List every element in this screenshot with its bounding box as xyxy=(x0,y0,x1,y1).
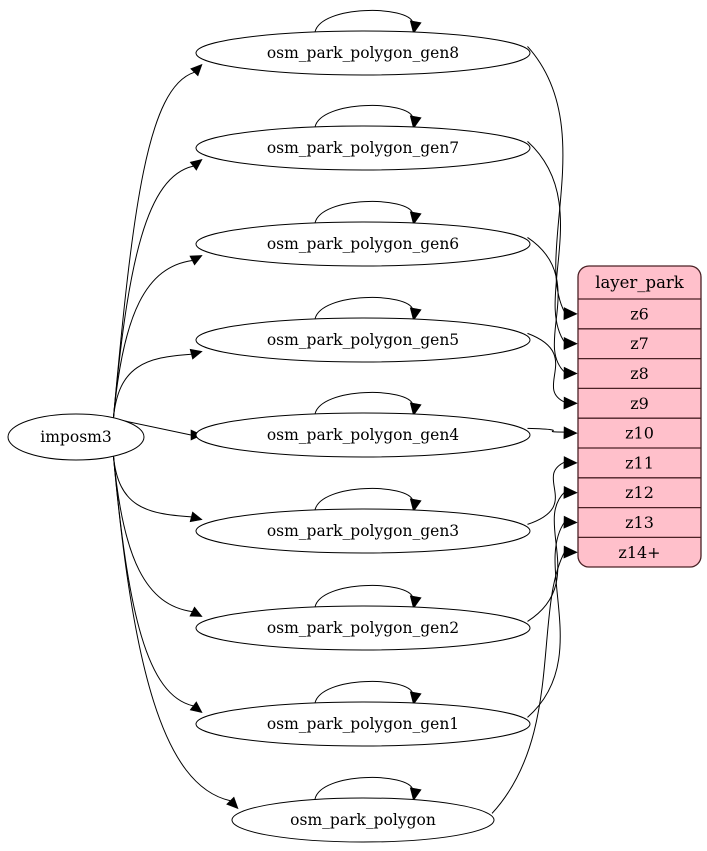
node-gen3-ellipse[interactable] xyxy=(195,508,531,554)
layer-park-header-label: layer_park xyxy=(595,273,685,292)
layer-park-row-label-z14+: z14+ xyxy=(618,543,660,562)
node-gen5[interactable]: osm_park_polygon_gen5 xyxy=(195,317,531,363)
nodes-layer: imposm3 osm_park_polygon_gen8 osm_park_pol… xyxy=(7,30,531,843)
node-imposm3-label: imposm3 xyxy=(40,428,111,446)
node-base-ellipse[interactable] xyxy=(231,797,495,843)
arrowhead-selfloop-gen2 xyxy=(409,595,422,610)
layer-park-row-label-z12: z12 xyxy=(625,483,654,502)
node-gen3[interactable]: osm_park_polygon_gen3 xyxy=(195,508,531,554)
layer-park-row-label-z8: z8 xyxy=(630,364,649,383)
edge-selfloop-base xyxy=(314,777,414,800)
node-gen7-label: osm_park_polygon_gen7 xyxy=(267,139,459,157)
node-gen5-ellipse[interactable] xyxy=(195,317,531,363)
node-gen2-label: osm_park_polygon_gen2 xyxy=(267,619,459,637)
node-gen1-label: osm_park_polygon_gen1 xyxy=(267,715,459,733)
arrowhead-gen5-to-z9 xyxy=(563,396,578,410)
layer-park-row-label-z13: z13 xyxy=(625,513,654,532)
layer-park-row-label-z7: z7 xyxy=(630,334,649,353)
arrowhead-selfloop-gen3 xyxy=(409,498,422,513)
edge-gen6-to-z8 xyxy=(527,236,566,373)
edges-layer xyxy=(112,10,578,814)
node-imposm3[interactable]: imposm3 xyxy=(7,413,145,461)
arrowhead-selfloop-gen7 xyxy=(409,115,422,130)
arrowhead-gen6-to-z8 xyxy=(563,366,578,380)
edge-base-to-z14+ xyxy=(491,551,566,814)
edge-imposm3-to-base xyxy=(112,455,231,802)
arrowhead-selfloop-gen1 xyxy=(409,691,422,706)
arrowhead-gen1-to-z13 xyxy=(563,515,578,529)
arrowhead-selfloop-gen4 xyxy=(409,402,422,417)
node-gen4[interactable]: osm_park_polygon_gen4 xyxy=(195,412,531,458)
arrowhead-imposm3-to-gen1 xyxy=(189,701,203,713)
layer-park-row-label-z11: z11 xyxy=(625,453,654,472)
arrowhead-gen3-to-z11 xyxy=(563,456,578,470)
node-gen2[interactable]: osm_park_polygon_gen2 xyxy=(195,605,531,651)
arrowhead-gen4-to-z10 xyxy=(563,426,578,440)
node-gen6-ellipse[interactable] xyxy=(195,221,531,267)
edge-selfloop-gen4 xyxy=(314,392,414,415)
arrowhead-selfloop-gen5 xyxy=(409,307,422,322)
arrowhead-imposm3-to-gen3 xyxy=(189,511,203,523)
node-gen4-ellipse[interactable] xyxy=(195,412,531,458)
arrowhead-selfloop-base xyxy=(409,787,422,802)
node-gen1[interactable]: osm_park_polygon_gen1 xyxy=(195,701,531,747)
edge-gen3-to-z11 xyxy=(527,461,566,525)
node-gen5-label: osm_park_polygon_gen5 xyxy=(267,331,459,349)
edge-selfloop-gen8 xyxy=(314,10,414,33)
node-gen6-label: osm_park_polygon_gen6 xyxy=(267,235,459,253)
arrowhead-gen7-to-z7 xyxy=(563,336,578,350)
edge-gen2-to-z12 xyxy=(527,491,566,622)
arrowhead-gen8-to-z6 xyxy=(563,307,578,321)
edge-gen4-to-z10 xyxy=(527,427,566,433)
layer-park-row-label-z6: z6 xyxy=(630,304,649,323)
node-gen8-label: osm_park_polygon_gen8 xyxy=(267,44,459,62)
arrowhead-imposm3-to-gen7 xyxy=(189,159,203,171)
arrowhead-imposm3-to-gen8 xyxy=(190,63,203,77)
edge-imposm3-to-gen5 xyxy=(112,353,192,419)
node-gen7[interactable]: osm_park_polygon_gen7 xyxy=(195,125,531,171)
edge-selfloop-gen5 xyxy=(314,297,414,320)
node-gen1-ellipse[interactable] xyxy=(195,701,531,747)
edge-gen1-to-z13 xyxy=(527,521,566,718)
edge-selfloop-gen6 xyxy=(314,201,414,224)
layer-park-table: layer_park z6 z7 z8 z9 z10 z11 z12 z13 z14+ xyxy=(577,265,702,568)
arrowhead-selfloop-gen6 xyxy=(409,211,422,226)
edge-imposm3-to-gen2 xyxy=(112,455,193,613)
node-base[interactable]: osm_park_polygon xyxy=(231,797,495,843)
node-gen3-label: osm_park_polygon_gen3 xyxy=(267,522,459,540)
node-gen8[interactable]: osm_park_polygon_gen8 xyxy=(195,30,531,76)
node-imposm3-ellipse[interactable] xyxy=(7,413,145,461)
layer-park-outline xyxy=(577,265,702,568)
layer-park-row-label-z9: z9 xyxy=(630,394,649,413)
edge-imposm3-to-gen7 xyxy=(112,165,194,419)
node-gen6[interactable]: osm_park_polygon_gen6 xyxy=(195,221,531,267)
edge-imposm3-to-gen8 xyxy=(112,71,195,419)
node-gen7-ellipse[interactable] xyxy=(195,125,531,171)
edge-gen5-to-z9 xyxy=(527,332,566,403)
node-gen2-ellipse[interactable] xyxy=(195,605,531,651)
arrowhead-imposm3-to-gen5 xyxy=(189,348,203,360)
edge-selfloop-gen1 xyxy=(314,681,414,704)
node-base-label: osm_park_polygon xyxy=(290,811,436,829)
arrowhead-base-to-z14+ xyxy=(563,545,578,559)
edge-imposm3-to-gen3 xyxy=(112,455,192,518)
node-gen8-ellipse[interactable] xyxy=(195,30,531,76)
arrowhead-imposm3-to-base xyxy=(226,796,239,810)
edge-selfloop-gen7 xyxy=(314,105,414,128)
layer-park-row-label-z10: z10 xyxy=(625,424,654,443)
arrowhead-imposm3-to-gen2 xyxy=(189,606,203,617)
arrowhead-selfloop-gen8 xyxy=(409,20,422,35)
edge-selfloop-gen2 xyxy=(314,585,414,608)
arrowhead-gen2-to-z12 xyxy=(563,485,578,499)
edge-selfloop-gen3 xyxy=(314,488,414,511)
edge-gen8-to-z6 xyxy=(527,46,566,314)
node-gen4-label: osm_park_polygon_gen4 xyxy=(267,426,459,444)
edge-imposm3-to-gen6 xyxy=(112,259,193,419)
arrowhead-imposm3-to-gen6 xyxy=(189,255,203,266)
edge-gen7-to-z7 xyxy=(527,141,566,343)
